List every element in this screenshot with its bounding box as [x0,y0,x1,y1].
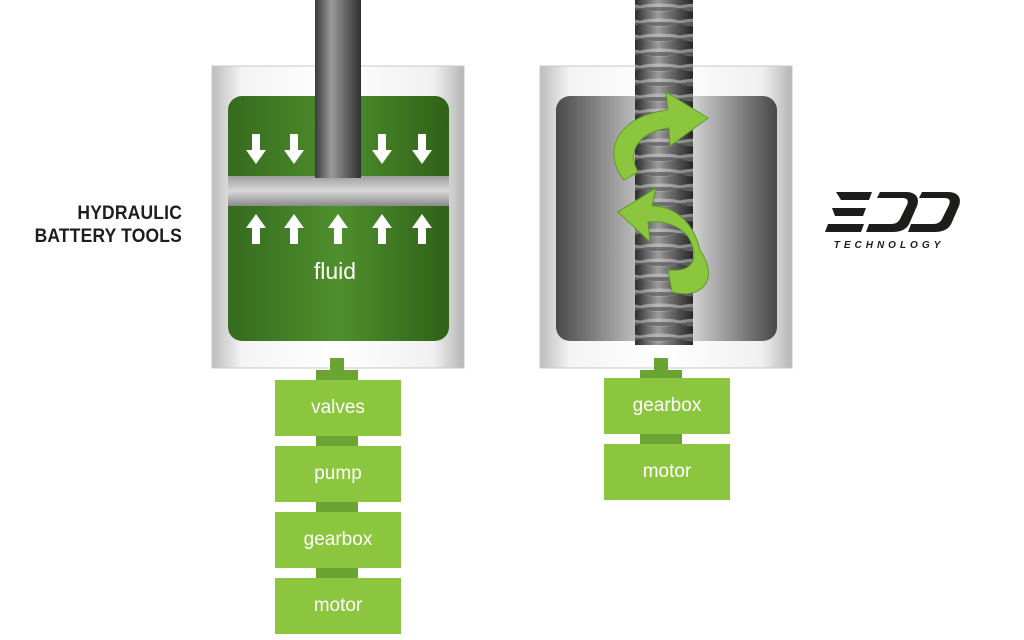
hydraulic-box-motor: motor [275,578,401,634]
fluid-label: fluid [313,258,357,284]
box-label: gearbox [303,529,373,550]
up-arrow-icon [284,214,304,244]
box-label: motor [642,461,692,482]
down-arrow-icons [246,134,432,164]
plus-connector-icon [640,420,682,456]
rotation-arrow-icon [617,186,709,295]
edd-cylinder [539,0,793,369]
up-arrow-icon [372,214,392,244]
up-arrow-icon [412,214,432,244]
box-label: pump [314,463,362,484]
hydraulic-box-pump: pump [275,446,401,502]
hydraulic-box-valves: valves [275,380,401,436]
box-label: motor [313,595,363,616]
hydraulic-cylinder [211,0,465,369]
edd-logo-icon [825,192,960,232]
rotation-arrow-icon [613,91,709,181]
up-arrow-icon [328,214,348,244]
plus-connector-icon [316,490,358,526]
down-arrow-icon [284,134,304,164]
plus-connector-icon [316,556,358,592]
hydraulic-connectors [316,358,358,592]
plus-connector-icon [316,358,358,394]
edd-box-gearbox: gearbox [604,378,730,434]
edd-connectors [640,358,682,456]
hydraulic-title-line2: BATTERY TOOLS [34,226,182,247]
up-arrow-icons [246,214,432,244]
down-arrow-icon [246,134,266,164]
edd-box-motor: motor [604,444,730,500]
up-arrow-icon [246,214,266,244]
plus-connector-icon [316,424,358,460]
hydraulic-title-line1: HYDRAULIC [77,203,182,224]
down-arrow-icon [372,134,392,164]
edd-logo-subtitle: TECHNOLOGY [833,240,945,251]
hydraulic-piston-rod [315,0,361,178]
rotation-arrow-icons [613,91,709,295]
hydraulic-title: HYDRAULIC BATTERY TOOLS [33,202,182,248]
hydraulic-box-gearbox: gearbox [275,512,401,568]
plus-connector-icon [640,358,682,394]
box-label: gearbox [632,395,702,416]
hydraulic-piston [228,176,449,206]
box-label: valves [311,397,365,418]
down-arrow-icon [412,134,432,164]
